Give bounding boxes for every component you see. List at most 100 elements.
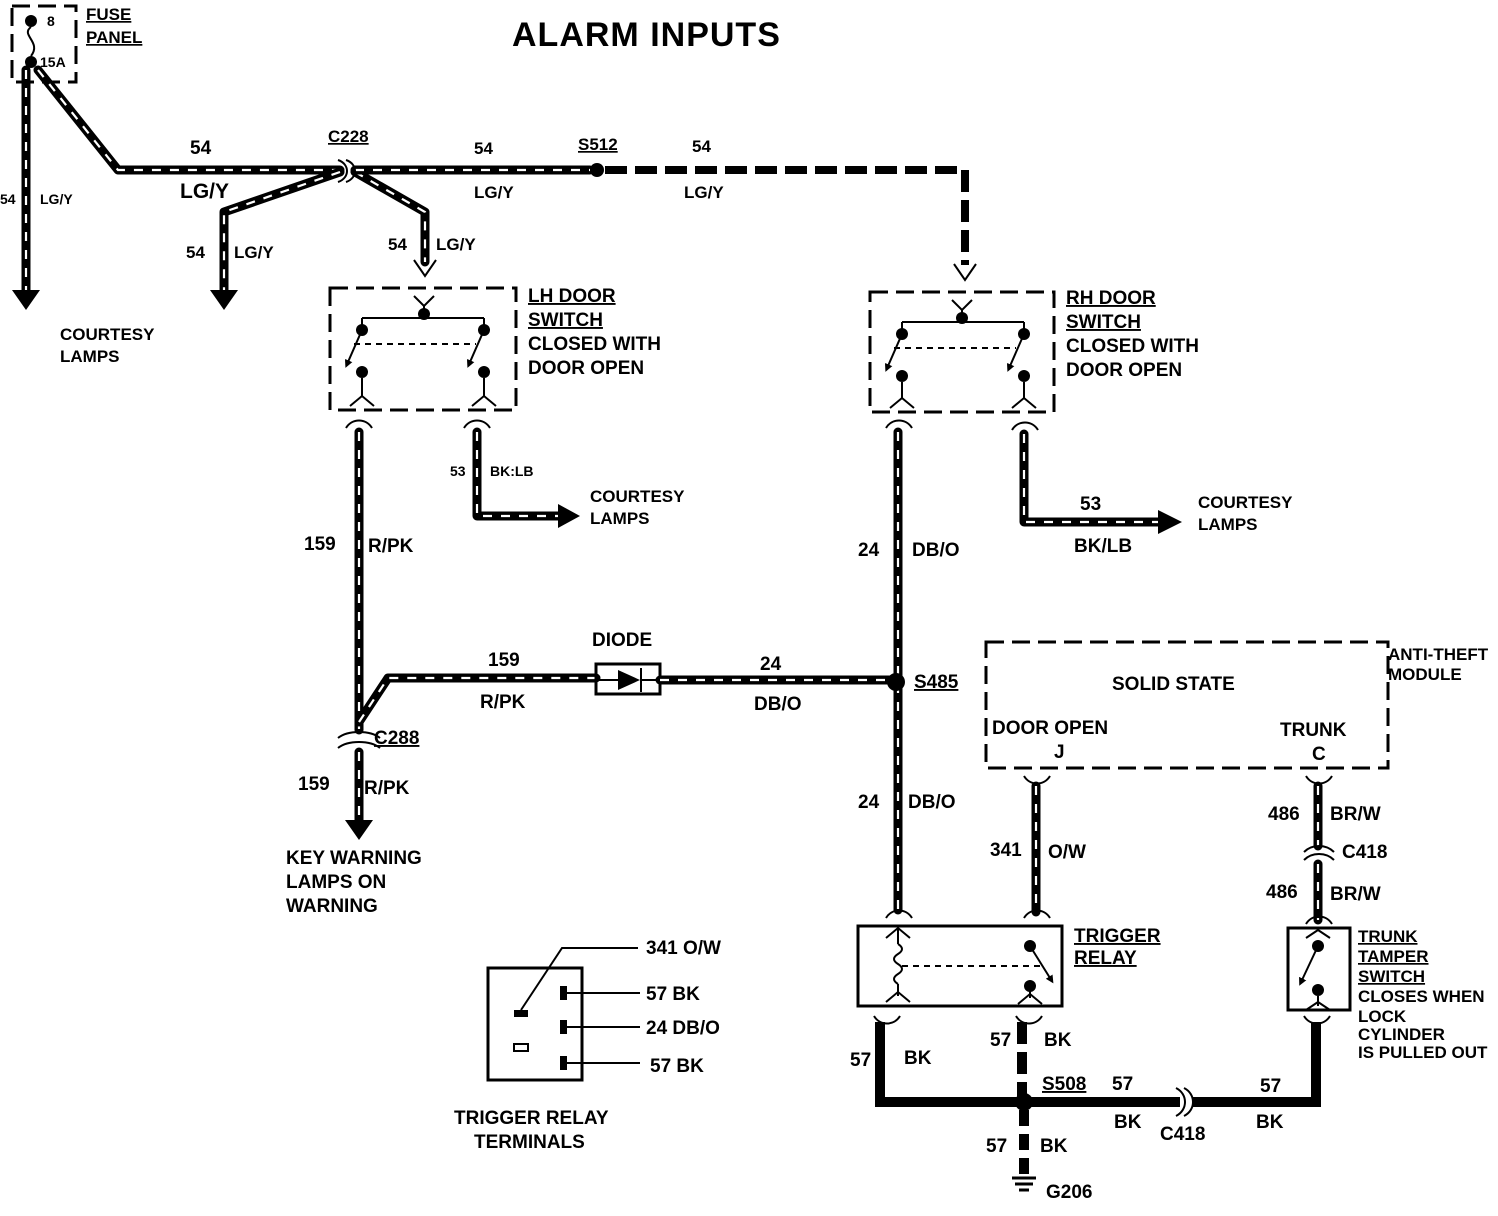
splice-s485-label: S485 — [914, 672, 959, 693]
splice-s512-dot — [590, 163, 604, 177]
connector-icon — [1015, 1015, 1043, 1025]
trunk-switch-label-3: SWITCH — [1358, 967, 1425, 986]
wire-label: DB/O — [908, 792, 956, 813]
arrow-right-icon — [558, 504, 580, 528]
wire-label: BK/LB — [1074, 536, 1132, 557]
wire-label: LG/Y — [474, 183, 514, 202]
wire-label: 486 — [1266, 882, 1298, 903]
fuse-top-terminal — [25, 15, 37, 27]
wire-label: BK:LB — [490, 463, 534, 479]
fuse-bottom-terminal — [25, 56, 37, 68]
lh-switch-box — [328, 286, 518, 412]
wire-label: 54 — [186, 243, 205, 262]
wire-label: BK — [1114, 1112, 1142, 1133]
terminal-pin — [513, 1043, 529, 1052]
fuse-panel: 8 15A FUSE PANEL — [10, 4, 142, 84]
wire-label: BR/W — [1330, 884, 1381, 905]
anti-theft-module-box — [984, 640, 1390, 770]
module-type: SOLID STATE — [1112, 674, 1235, 695]
trunk-switch-label-6: CYLINDER — [1358, 1025, 1445, 1044]
wire-label: 54 — [692, 137, 711, 156]
arrow-right-icon — [1158, 510, 1182, 534]
key-warning-label-1: KEY WARNING — [286, 848, 422, 869]
module-name-1: ANTI-THEFT — [1388, 645, 1489, 664]
courtesy-lamps-label-1: COURTESY — [590, 487, 685, 506]
trigger-relay — [856, 924, 1064, 1008]
connector-arrow-icon — [413, 259, 437, 278]
splice-s508-label: S508 — [1042, 1074, 1086, 1095]
wire-label: R/PK — [364, 778, 410, 799]
relay-terminals-diagram — [486, 947, 640, 1082]
courtesy-lamps-label-2: LAMPS — [590, 509, 650, 528]
connector-c418-icon — [1303, 845, 1335, 853]
trigger-relay-label-1: TRIGGER — [1074, 926, 1161, 947]
rh-switch-label-3: CLOSED WITH — [1066, 336, 1199, 357]
trunk-switch-label-2: TAMPER — [1358, 947, 1429, 966]
connector-icon — [873, 1015, 901, 1025]
wire-label: DB/O — [912, 540, 960, 561]
lh-switch-label-4: DOOR OPEN — [528, 358, 644, 379]
wire-label: R/PK — [368, 536, 414, 557]
relay-terminal-label: 57 BK — [650, 1056, 704, 1077]
wire-label: BR/W — [1330, 804, 1381, 825]
terminal-pin — [560, 1056, 567, 1070]
trunk-switch-label-4: CLOSES WHEN — [1358, 987, 1485, 1006]
fuse-label-1: FUSE — [86, 5, 131, 24]
connector-arrow-icon — [953, 263, 977, 282]
diode-label: DIODE — [592, 630, 652, 651]
wire-label: 159 — [488, 650, 520, 671]
connector-c418-icon — [1175, 1087, 1186, 1117]
wire-label: 53 — [1080, 494, 1101, 515]
connector-icon — [885, 909, 913, 919]
wire-label: 54 — [388, 235, 407, 254]
fuse-element-icon — [26, 26, 36, 57]
courtesy-lamps-label-1: COURTESY — [60, 325, 155, 344]
wire-label: LG/Y — [180, 180, 229, 203]
wire-label: DB/O — [754, 694, 802, 715]
arrow-down-icon — [210, 290, 238, 310]
diagram-title: ALARM INPUTS — [512, 16, 781, 54]
wire-label: 57 — [1112, 1074, 1133, 1095]
connector-icon — [885, 419, 913, 429]
wire-label: BK — [1256, 1112, 1284, 1133]
diode-symbol-icon — [618, 670, 640, 690]
module-door-pin: J — [1054, 742, 1065, 763]
key-warning-label-3: WARNING — [286, 896, 378, 917]
wire-label: 54 — [0, 191, 16, 207]
module-name-2: MODULE — [1388, 665, 1462, 684]
arrow-down-icon — [345, 820, 373, 840]
terminal-pin — [514, 1010, 528, 1017]
wire-label: 159 — [298, 774, 330, 795]
relay-terminal-label: 341 O/W — [646, 938, 721, 959]
wire-label: LG/Y — [684, 183, 724, 202]
trunk-switch-box — [1286, 926, 1352, 1012]
relay-terminal-box — [486, 966, 584, 1082]
lh-switch-label-2: SWITCH — [528, 310, 603, 331]
courtesy-lamps-label-2: LAMPS — [60, 347, 120, 366]
rh-switch-box — [868, 290, 1056, 414]
rh-switch-label-1: RH DOOR — [1066, 288, 1156, 309]
trunk-switch-label-5: LOCK — [1358, 1007, 1407, 1026]
wire-label: 53 — [450, 463, 466, 479]
connector-icon — [463, 419, 491, 429]
relay-coil-icon — [893, 943, 903, 985]
wire-label: 57 — [850, 1050, 871, 1071]
connector-c418-label: C418 — [1342, 842, 1387, 863]
arrow-down-icon — [12, 290, 40, 310]
ground-icon — [1012, 1176, 1036, 1192]
wire-label: 57 — [1260, 1076, 1281, 1097]
connector-c228-icon — [337, 159, 348, 183]
ground-label: G206 — [1046, 1182, 1092, 1203]
relay-terminal-label: 57 BK — [646, 984, 700, 1005]
lh-door-switch — [328, 286, 518, 412]
circuit-159-rpk — [337, 427, 601, 840]
wire-label: 57 — [986, 1136, 1007, 1157]
wire-label: 24 — [858, 792, 880, 813]
wire-label: 24 — [858, 540, 880, 561]
rh-door-switch — [868, 290, 1056, 414]
key-warning-label-2: LAMPS ON — [286, 872, 386, 893]
circuit-54-lgy — [12, 65, 977, 310]
wire-label: R/PK — [480, 692, 526, 713]
courtesy-lamps-label-1: COURTESY — [1198, 493, 1293, 512]
